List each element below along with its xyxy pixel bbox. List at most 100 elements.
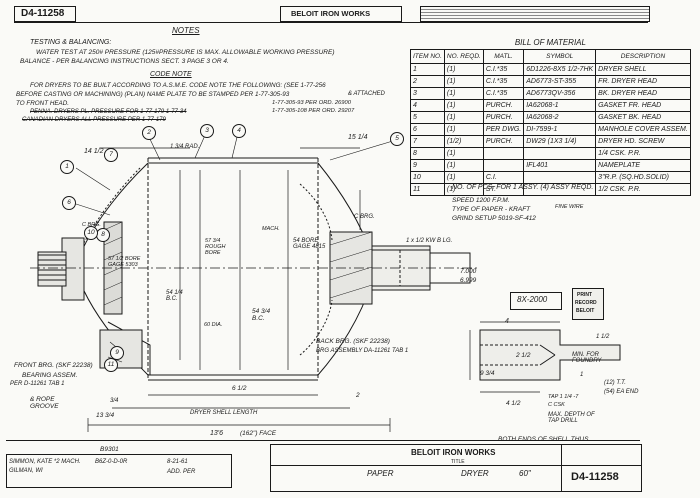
print-record-stamp: PRINT RECORD BELOIT <box>572 288 604 320</box>
titleblock-company: BELOIT IRON WORKS <box>411 448 496 457</box>
item-balloon-8: 8 <box>96 228 110 242</box>
dryer-shell <box>147 157 319 381</box>
countersink: C CSK <box>548 402 565 408</box>
titleblock-title-label: TITLE <box>451 459 465 465</box>
dim-3-4: 3/4 <box>110 398 119 404</box>
dim-14: 14 1/2 <box>84 148 104 155</box>
dim-1-1-2: 1 1/2 <box>596 334 610 340</box>
code-heading: CODE NOTE <box>150 71 192 78</box>
bom-cell-description: 1/2 CSK. P.R. <box>595 183 691 196</box>
bom-row: 8(1)1/4 CSK. P.R. <box>410 147 691 160</box>
item-balloon-5: 5 <box>390 132 404 146</box>
assy-paper: TYPE OF PAPER - KRAFT <box>452 206 531 213</box>
left-date: 8-21-61 <box>167 459 188 465</box>
balloon-leaders <box>75 132 397 363</box>
front-bearing: FRONT BRG. (SKF 22238) <box>14 362 93 369</box>
max-depth: MAX. DEPTH OF TAP DRILL <box>548 412 595 424</box>
code-line1: FOR DRYERS TO BE BUILT ACCORDING TO A.S.… <box>30 82 326 89</box>
print-stamp-line3: BELOIT <box>576 308 595 314</box>
min-foundry: MIN. FOR FOUNDRY <box>572 352 602 364</box>
dim-13-6: 13'6 <box>210 430 224 437</box>
print-stamp-line1: PRINT <box>577 292 592 298</box>
titleblock-divider <box>271 465 641 466</box>
left-name1: SIMMON, KATE *2 MACH. <box>9 459 81 465</box>
bom-cell-item-no: 11 <box>410 183 445 196</box>
item-balloon-2: 2 <box>142 126 156 140</box>
outside-stamp: 8X-2000 <box>510 292 562 310</box>
left-titleblock: SIMMON, KATE *2 MACH. GILMAN, WI B6Z-0-D… <box>6 454 232 488</box>
tap-size: TAP 1 1/4 -7 <box>548 394 579 400</box>
struck-note1: PENNA. DRYERS PL. PRESSURE FOR 1-77-179 … <box>30 109 187 115</box>
item-balloon-1: 1 <box>60 160 74 174</box>
dim-2: 2 <box>356 392 360 399</box>
dim-6-1-2: 6 1/2 <box>232 385 247 392</box>
company-header-box: BELOIT IRON WORKS <box>280 6 402 22</box>
dim-keyway: 1 x 1/2 KW B LG. <box>406 238 453 244</box>
item-balloon-4: 4 <box>232 124 246 138</box>
shaft-right <box>430 252 471 284</box>
dim-1: 1 <box>580 372 584 378</box>
code-ref2: 1-77-305-108 PER ORD. 29207 <box>272 108 355 114</box>
bom-row: 11(1)ST.1/2 CSK. P.R. <box>410 183 691 196</box>
assy-pieces: NO. OF PCS. FOR 1 ASSY. (4) ASSY REQD. <box>452 184 594 191</box>
face-length: (162") FACE <box>240 430 277 437</box>
item-balloon-11: 11 <box>104 358 118 372</box>
doc-code: B9301 <box>100 446 119 453</box>
item-balloon-6: 6 <box>62 196 76 210</box>
each-end: (54) EA END <box>604 389 639 395</box>
outside-stamp-text: 8X-2000 <box>517 295 548 304</box>
bom-title: BILL OF MATERIAL <box>514 37 586 47</box>
testing-line2: BALANCE - PER BALANCING INSTRUCTIONS SEC… <box>20 58 229 65</box>
left-code: B6Z-0-D-0R <box>95 459 128 465</box>
assy-extra: FINE WIRE <box>555 204 584 210</box>
item-balloon-9: 9 <box>110 346 124 360</box>
bearing-assembly-back: BRG ASSEMBLY DA-11261 TAB 1 <box>316 348 409 354</box>
left-name2: GILMAN, WI <box>9 468 43 474</box>
dim-9-3-4: 9 3/4 <box>480 370 495 377</box>
code-line2: BEFORE CASTING OR MACHINING) (PLAN) NAME… <box>16 91 290 98</box>
testing-line1: WATER TEST AT 250# PRESSURE (125#PRESSUR… <box>36 49 335 56</box>
tapped-holes: (12) T.T. <box>604 380 626 386</box>
dim-c-brg-left: C BRG. <box>82 222 101 228</box>
dim-60-dia: 60 DIA. <box>204 322 223 328</box>
dim-mach: MACH. <box>262 226 280 232</box>
item-balloon-3: 3 <box>200 124 214 138</box>
bearing-per: PER D-11261 TAB 1 <box>10 381 65 387</box>
bom-cell-symbol <box>523 183 597 196</box>
dim-6999: 6.999 <box>460 277 477 284</box>
dim-4-1-2: 4 1/2 <box>506 400 521 407</box>
item-balloon-7: 7 <box>104 148 118 162</box>
titleblock-dryer: DRYER <box>461 469 489 478</box>
drawing-number-box: D4-11258 <box>14 6 76 22</box>
bom-cell-material: ST. <box>482 183 525 196</box>
titleblock-top <box>6 440 640 441</box>
dimension-lines <box>87 147 391 432</box>
shell-length: DRYER SHELL LENGTH <box>190 410 258 416</box>
assy-grind: GRIND SETUP 5019-SF-412 <box>452 215 536 222</box>
testing-heading: TESTING & BALANCING: <box>30 39 112 46</box>
both-ends: BOTH ENDS OF SHELL THUS <box>498 436 589 443</box>
item-balloon-10: 10 <box>84 226 98 240</box>
struck-note2: CANADIAN DRYERS ALL PRESSURE PER 1-77-17… <box>22 117 166 123</box>
header-line <box>14 22 648 23</box>
print-stamp-line2: RECORD <box>575 300 597 306</box>
dim-bore-left: 57 1/2 BORE GAGE 5303 <box>108 256 141 268</box>
dim-rough-bore: 57 3/4 ROUGH BORE <box>205 238 226 256</box>
notes-title: NOTES <box>172 26 200 35</box>
dim-13-3-4: 13 3/4 <box>96 412 115 419</box>
tap-detail <box>469 321 621 393</box>
dim-4: 4 <box>505 318 509 325</box>
titleblock-number-divider <box>561 445 562 491</box>
dim-2-1-2: 2 1/2 <box>516 352 531 359</box>
code-line3: TO FRONT HEAD. <box>16 100 70 107</box>
left-notes: ADD. PER <box>167 469 196 475</box>
titleblock-paper: PAPER <box>367 469 394 478</box>
section-hatching <box>103 221 373 306</box>
dim-7000: 7.000 <box>460 268 477 275</box>
dim-c-brg-right: C BRG. <box>354 214 375 220</box>
